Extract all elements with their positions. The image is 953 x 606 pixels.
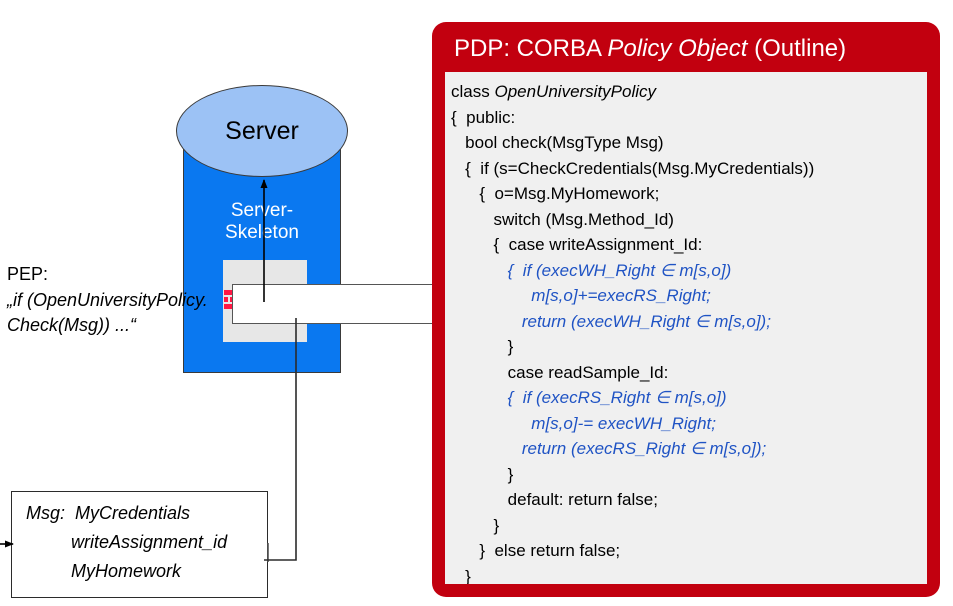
- code-line: }: [451, 464, 514, 484]
- code-keyword: class: [451, 82, 495, 101]
- code-line: m[s,o]+=execRS_Right;: [451, 286, 711, 305]
- code-line: switch (Msg.Method_Id): [451, 209, 674, 229]
- pdp-title-prefix: PDP: CORBA: [454, 35, 608, 62]
- code-line: { public:: [451, 107, 516, 127]
- code-line: case readSample_Id:: [451, 362, 669, 382]
- server-label: Server: [225, 116, 299, 145]
- code-line: { if (execWH_Right ∈ m[s,o]): [451, 260, 732, 280]
- pdp-title-suffix: (Outline): [747, 35, 847, 62]
- msg-box: [11, 491, 268, 598]
- code-line: return (execRS_Right ∈ m[s,o]);: [451, 439, 767, 458]
- code-line: }: [451, 515, 500, 535]
- code-line: return (execWH_Right ∈ m[s,o]);: [451, 311, 771, 331]
- code-class-name: OpenUniversityPolicy: [494, 82, 657, 101]
- code-line: class OpenUniversityPolicy: [451, 79, 927, 105]
- pdp-title-italic: Policy Object: [607, 35, 748, 62]
- policy-code-block: class OpenUniversityPolicy{ public: bool…: [445, 72, 927, 584]
- server-ellipse: Server: [176, 85, 348, 177]
- code-line: { o=Msg.MyHomework;: [451, 184, 660, 203]
- pep-code-line-2: Check(Msg)) ...“: [7, 315, 137, 336]
- code-line: }: [451, 337, 514, 356]
- code-line: { if (s=CheckCredentials(Msg.MyCredentia…: [451, 158, 815, 178]
- code-line: default: return false;: [451, 490, 658, 509]
- code-line: } else return false;: [451, 541, 621, 560]
- code-line: bool check(MsgType Msg): [451, 133, 664, 152]
- code-line: { case writeAssignment_Id:: [451, 235, 703, 254]
- pdp-panel: PDP: CORBA Policy Object (Outline) class…: [432, 22, 940, 597]
- msg-box-text: Msg: MyCredentials writeAssignment_id My…: [26, 503, 228, 582]
- code-line: m[s,o]-= execWH_Right;: [451, 413, 716, 433]
- code-line: }: [451, 566, 471, 585]
- pdp-panel-title: PDP: CORBA Policy Object (Outline): [454, 35, 847, 62]
- code-line: { if (execRS_Right ∈ m[s,o]): [451, 388, 727, 407]
- pep-title: PEP:: [7, 264, 49, 284]
- pep-annotation: PEP: „if (OpenUniversityPolicy. Check(Ms…: [7, 262, 222, 339]
- pep-code-line-1: „if (OpenUniversityPolicy.: [7, 289, 208, 310]
